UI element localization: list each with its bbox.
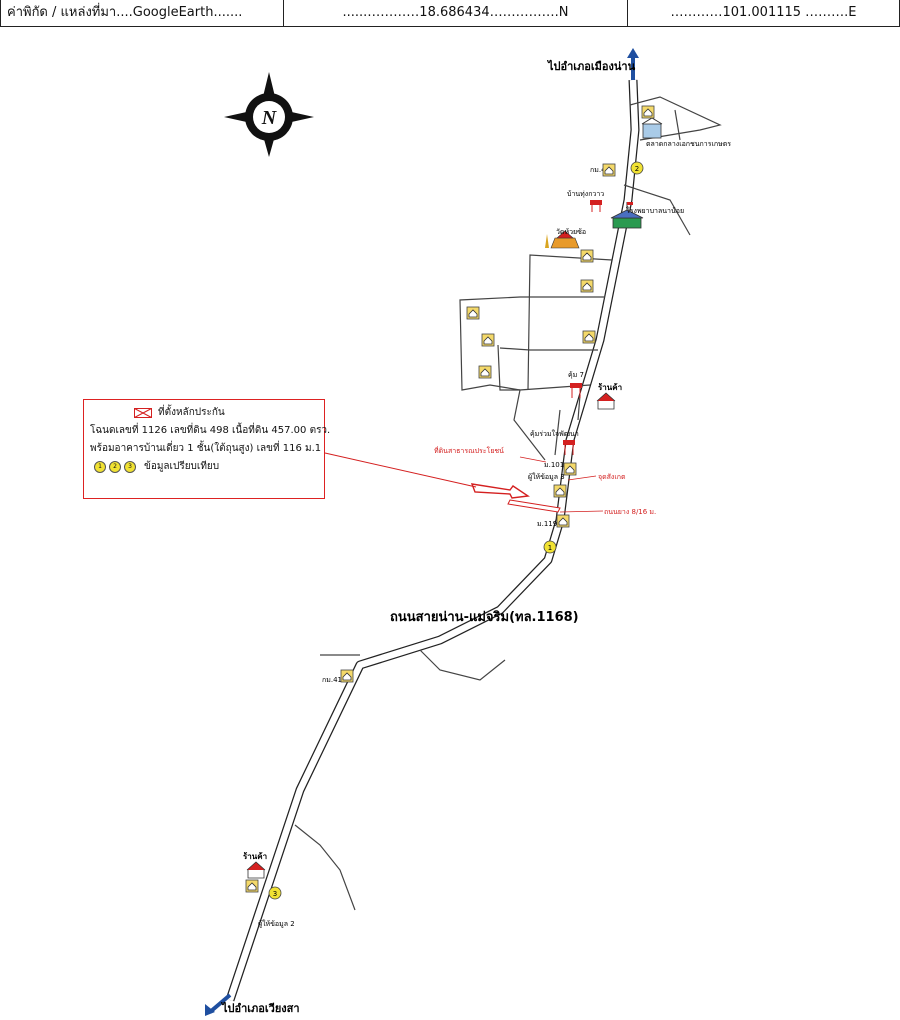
- legend-box: ที่ตั้งหลักประกัน โฉนดเลขที่ 1126 เลขที่…: [83, 399, 331, 499]
- svg-text:2: 2: [635, 165, 639, 173]
- longitude-cell: …………101.001115 ……….E: [628, 0, 900, 27]
- house-icon: [582, 330, 596, 344]
- compass-letter: N: [261, 107, 278, 129]
- hospital-label: โรงพยาบาลนาน้อย: [626, 206, 684, 215]
- legend-comparison: ข้อมูลเปรียบเทียบ: [144, 461, 220, 472]
- flag-sign-icon: [563, 440, 575, 455]
- legend-title: ที่ตั้งหลักประกัน: [158, 407, 225, 418]
- house-icon: [580, 249, 594, 263]
- svg-text:1: 1: [548, 544, 552, 552]
- house-icon: [563, 462, 577, 476]
- legend-line2: พร้อมอาคารบ้านเดี่ยว 1 ชั้น(ใต้ถุนสูง) เ…: [90, 443, 322, 454]
- shop-icon: [246, 861, 266, 879]
- coordinate-header: ค่าพิกัด / แหล่งที่มา....GoogleEarth....…: [0, 0, 900, 27]
- marker-1: 1: [543, 540, 557, 554]
- km41-label: กม.41: [322, 676, 342, 684]
- km40-label: กม.40: [590, 166, 610, 174]
- house-icon: [466, 306, 480, 320]
- kum7-label: คุ้ม 7: [568, 371, 584, 379]
- ban-thung-label: บ้านทุ่งกวาว: [567, 190, 604, 198]
- legend-dot-2: 2: [109, 461, 121, 473]
- legend-dot-1: 1: [94, 461, 106, 473]
- legend-title-row: ที่ตั้งหลักประกัน: [90, 404, 318, 422]
- compass-rose: N: [224, 72, 314, 157]
- to-north-label: ไปอำเภอเมืองน่าน: [546, 59, 636, 73]
- house-icon: [553, 484, 567, 498]
- m101-label: ม.101: [544, 461, 564, 469]
- marker-2: 2: [630, 161, 644, 175]
- temple-label: วัดห้วยซ้อ: [556, 228, 586, 236]
- house-icon: [580, 279, 594, 293]
- legend-leader-line: [324, 452, 477, 488]
- hospital-icon: [610, 202, 644, 229]
- kum-ruam-label: คุ้มร่วมใจพัฒนา: [530, 429, 579, 438]
- side-streets: [294, 96, 722, 911]
- marker-3: 3: [268, 886, 282, 900]
- shop1-label: ร้านค้า: [598, 382, 622, 392]
- collateral-plot-icon: [470, 483, 561, 513]
- shop-icon: [596, 392, 616, 410]
- main-road-label: ถนนสายน่าน-แม่จริม(ทล.1168): [390, 610, 579, 625]
- subject-label: จุดสังเกต: [598, 473, 626, 481]
- market-icon: [641, 117, 663, 139]
- house-icon: [340, 669, 354, 683]
- house-icon: [602, 163, 616, 177]
- legend-dot-3: 3: [124, 461, 136, 473]
- house-icon: [481, 333, 495, 347]
- shop2-label: ร้านค้า: [243, 851, 267, 861]
- legend-comparison-row: 1 2 3 ข้อมูลเปรียบเทียบ: [90, 458, 318, 476]
- collateral-marker-icon: [134, 408, 152, 418]
- house-icon: [556, 514, 570, 528]
- svg-text:3: 3: [273, 890, 277, 898]
- source-cell: ค่าพิกัด / แหล่งที่มา....GoogleEarth....…: [0, 0, 284, 27]
- to-south-label: ไปอำเภอเวียงสา: [220, 1001, 300, 1015]
- road-width-label: ถนนยาง 8/16 ม.: [604, 508, 656, 516]
- flag-sign-icon: [590, 200, 602, 212]
- market-label: ตลาดกลางเอกชนการเกษตร: [646, 140, 731, 148]
- m119-label: ม.119: [537, 520, 557, 528]
- latitude-cell: ......…………18.686434…………….N: [284, 0, 628, 27]
- informant2-label: ผู้ให้ข้อมูล 2: [258, 919, 295, 928]
- south-arrow-icon: [205, 993, 232, 1016]
- public-land-label: ที่ดินสาธารณประโยชน์: [434, 446, 504, 455]
- house-icon: [478, 365, 492, 379]
- flag-sign-icon: [570, 383, 582, 398]
- legend-line1: โฉนดเลขที่ 1126 เลขที่ดิน 498 เนื้อที่ดิ…: [90, 425, 331, 436]
- temple-icon: [545, 230, 580, 249]
- map-canvas: N ไปอำเภอเมืองน่าน ไปอำเภอเวียงสา ตลาดกล…: [205, 48, 731, 1016]
- main-road: [225, 79, 640, 1002]
- north-arrow-icon: [627, 48, 639, 80]
- informant3-label: ผู้ให้ข้อมูล 3: [528, 472, 565, 481]
- house-icon: [245, 879, 259, 893]
- house-icon: [641, 105, 655, 119]
